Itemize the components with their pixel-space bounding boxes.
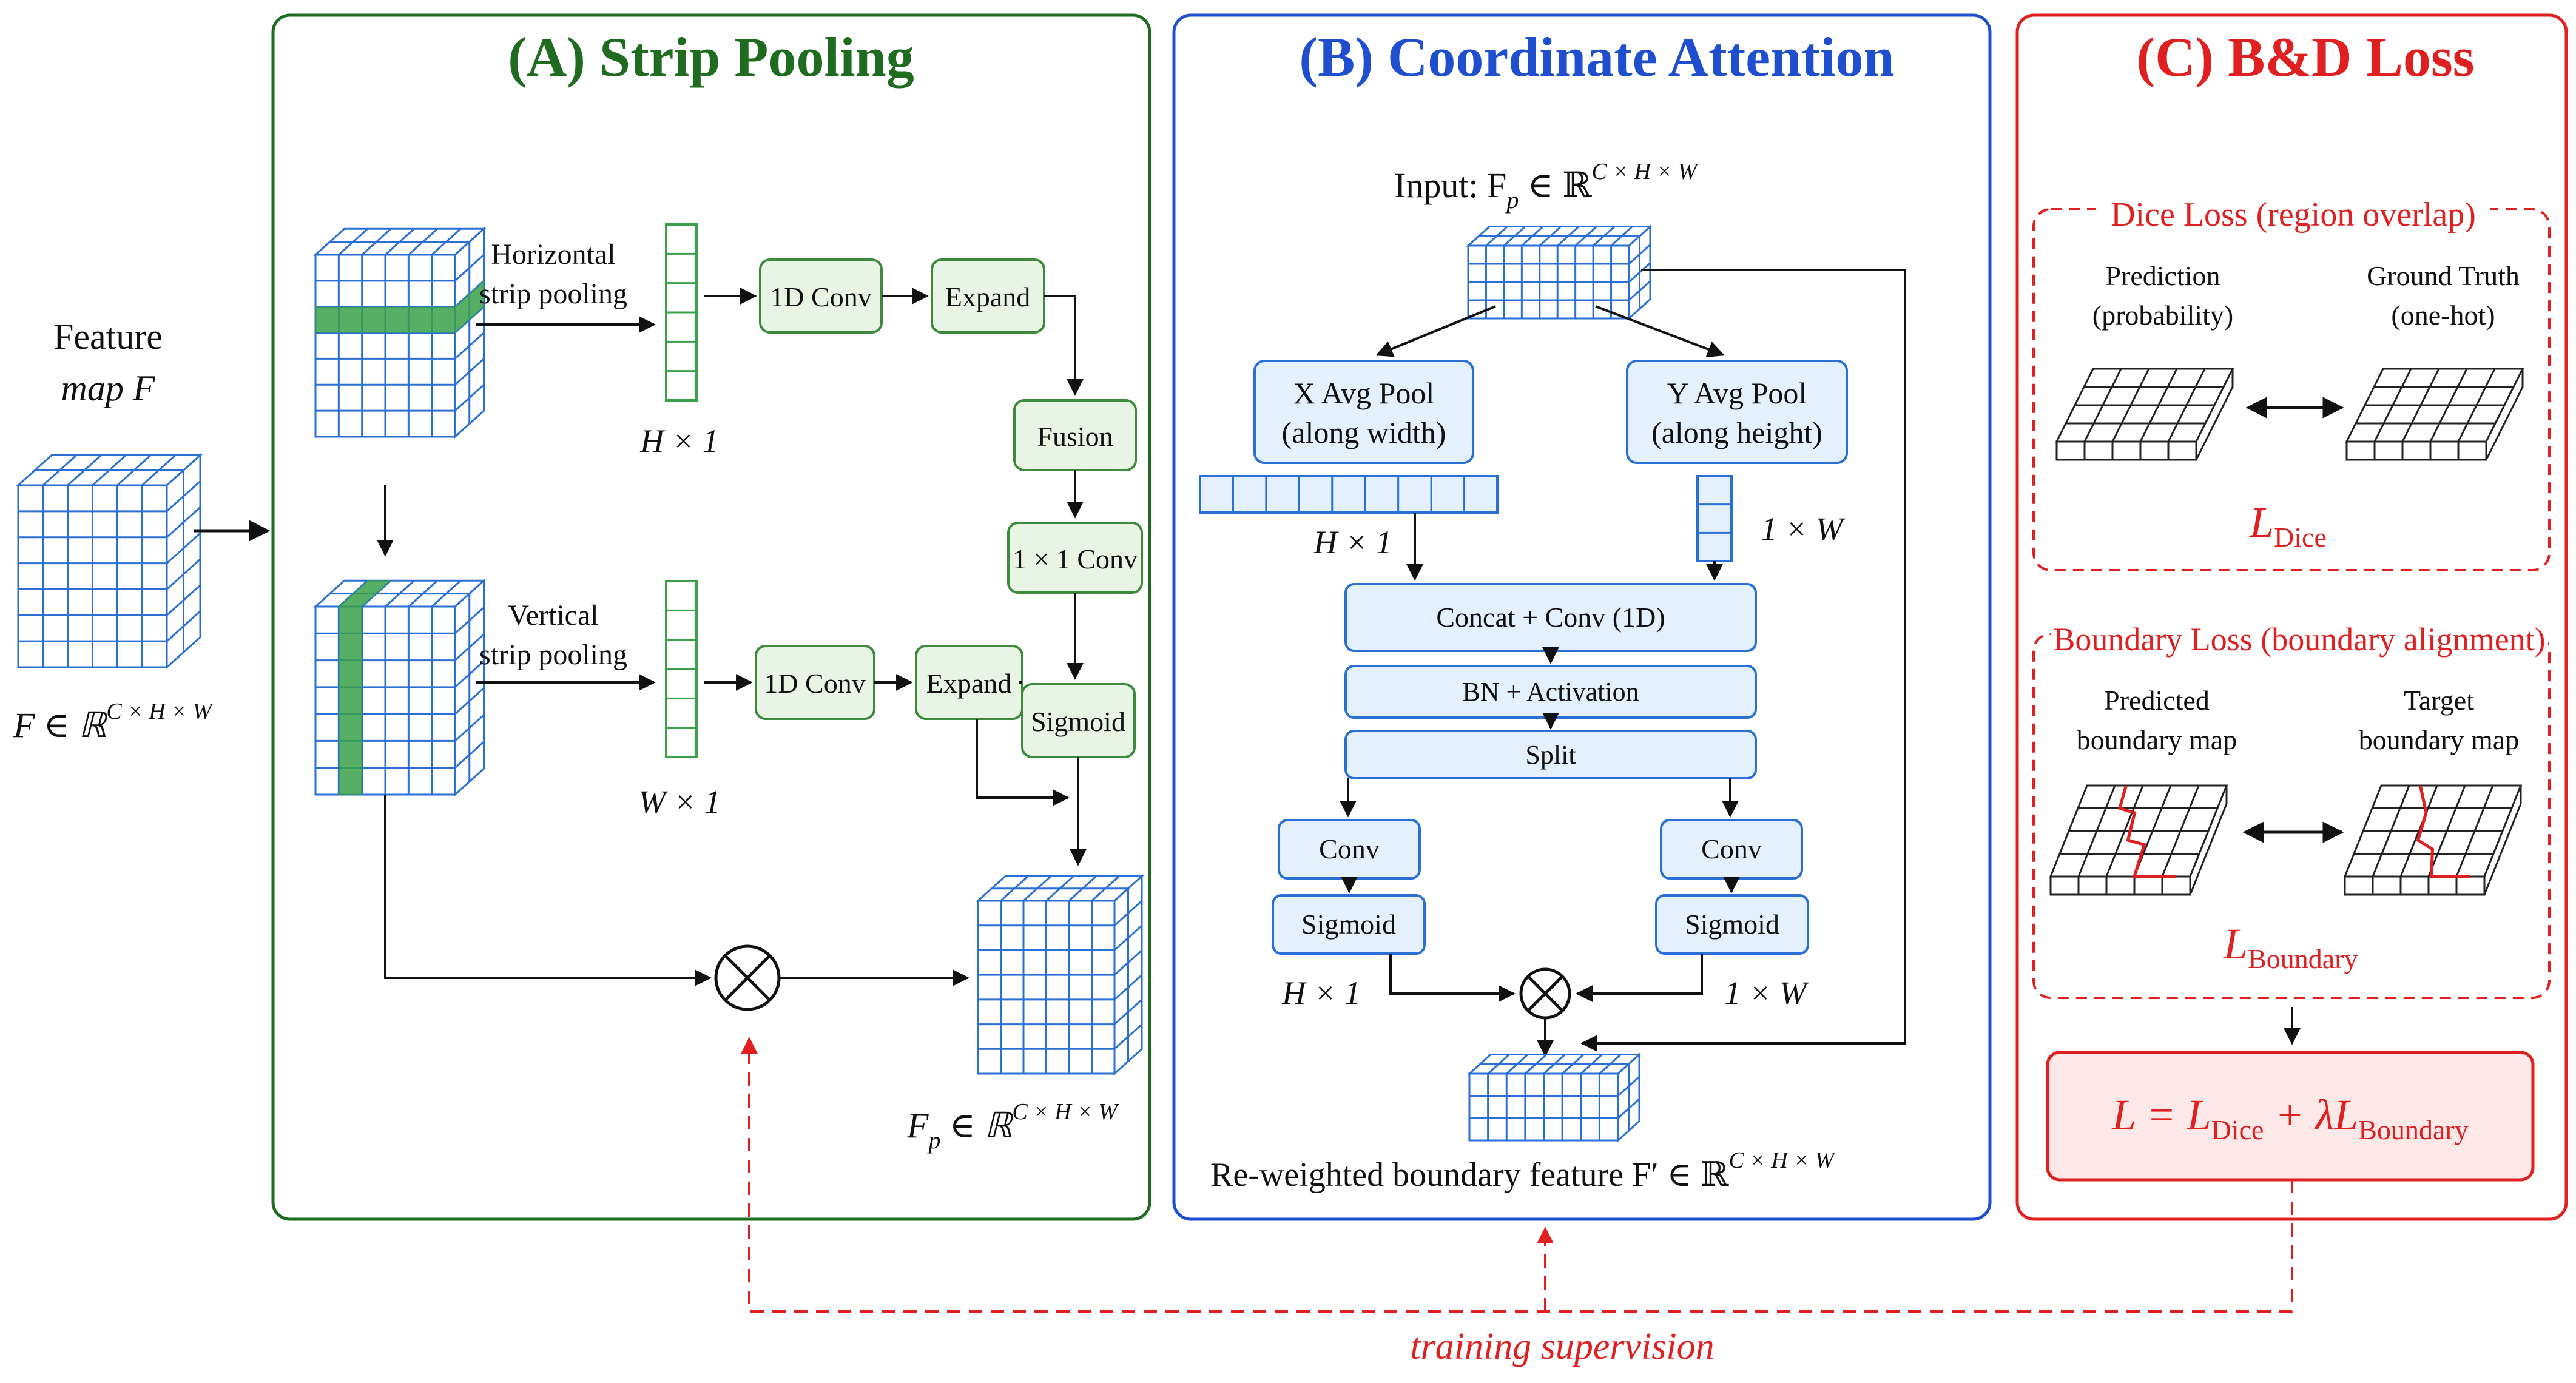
ypool-label-2: (along height) bbox=[1651, 416, 1822, 449]
sigmoid-label: Sigmoid bbox=[1031, 706, 1125, 737]
strip-output-dims: Fp ∈ ℝC × H × W bbox=[906, 1099, 1119, 1154]
vertical-pooling-label-2: strip pooling bbox=[479, 639, 627, 671]
skip-to-multiply bbox=[384, 795, 712, 986]
fusion-label: Fusion bbox=[1037, 421, 1113, 452]
predicted-boundary-map bbox=[2049, 784, 2228, 896]
feature-map-dims: F ∈ ℝC × H × W bbox=[13, 699, 214, 745]
strip-horizontal-cube bbox=[313, 226, 487, 439]
multiply-icon-b bbox=[1519, 967, 1571, 1020]
boundary-title: Boundary Loss (boundary alignment) bbox=[2053, 621, 2545, 658]
horizontal-strip-vector bbox=[665, 223, 698, 402]
strip-output-cube bbox=[976, 874, 1144, 1076]
feature-map-label-1: Feature bbox=[53, 317, 163, 357]
coord-w-dim-2: 1 × W bbox=[1724, 975, 1809, 1011]
coord-input-label: Input: Fp ∈ ℝC × H × W bbox=[1394, 159, 1699, 214]
strip-vertical-cube bbox=[313, 578, 487, 797]
xpool-box bbox=[1253, 360, 1474, 464]
sigmoid-right-box bbox=[1655, 894, 1809, 955]
ground-truth-map bbox=[2345, 368, 2524, 461]
ypool-box bbox=[1626, 360, 1848, 464]
predicted-boundary-label-1: Predicted bbox=[2104, 685, 2210, 716]
vertical-strip-vector bbox=[665, 580, 698, 758]
x-pooled-vector bbox=[1199, 475, 1499, 514]
expand-bottom-down-arrow bbox=[976, 719, 1070, 806]
target-boundary-map bbox=[2343, 784, 2523, 896]
target-boundary-label-1: Target bbox=[2404, 685, 2474, 716]
total-loss-formula: L = LDice + λLBoundary bbox=[2111, 1091, 2468, 1145]
conv-left-label: Conv bbox=[1319, 833, 1380, 864]
horizontal-pooling-label-2: strip pooling bbox=[479, 278, 627, 310]
vertical-pooling-label-1: Vertical bbox=[508, 599, 598, 631]
panel-b-frame bbox=[1172, 13, 1992, 1221]
predicted-boundary-label-2: boundary map bbox=[2077, 724, 2237, 755]
horizontal-pooling-label-1: Horizontal bbox=[491, 238, 615, 271]
coord-h-dim-2: H × 1 bbox=[1281, 975, 1360, 1011]
xpool-label-2: (along width) bbox=[1282, 416, 1446, 449]
sigmoid-right-label: Sigmoid bbox=[1685, 909, 1779, 940]
y-pooled-vector bbox=[1696, 475, 1733, 562]
dice-loss-symbol: LDice bbox=[2249, 498, 2327, 553]
conv-right-label: Conv bbox=[1701, 833, 1762, 864]
panel-a-title: (A) Strip Pooling bbox=[508, 26, 914, 88]
sigmoid-left-to-mult bbox=[1389, 954, 1516, 1002]
feature-map-label-2: map F bbox=[61, 368, 156, 408]
coord-output-label: Re-weighted boundary feature F′ ∈ ℝC × H… bbox=[1210, 1148, 1836, 1194]
input-to-ypool bbox=[1595, 305, 1725, 358]
dice-title-bg bbox=[2096, 193, 2490, 235]
dice-title: Dice Loss (region overlap) bbox=[2111, 196, 2476, 234]
coord-input-cube bbox=[1466, 224, 1653, 321]
ypool-label-1: Y Avg Pool bbox=[1667, 376, 1807, 410]
conv1x1-label: 1 × 1 Conv bbox=[1013, 543, 1138, 574]
supervision-label: training supervision bbox=[1410, 1326, 1714, 1367]
residual-path bbox=[1580, 269, 1906, 1052]
prediction-label-2: (probability) bbox=[2092, 300, 2234, 331]
coord-output-cube bbox=[1467, 1052, 1642, 1143]
boundary-loss-symbol: LBoundary bbox=[2223, 920, 2358, 974]
conv1d-top-label: 1D Conv bbox=[770, 281, 871, 312]
concat-label: Concat + Conv (1D) bbox=[1436, 602, 1665, 633]
split-label: Split bbox=[1525, 740, 1576, 770]
sigmoid-left-box bbox=[1272, 894, 1426, 955]
panel-c-title: (C) B&D Loss bbox=[2136, 26, 2474, 88]
conv1d-bottom-label: 1D Conv bbox=[764, 668, 865, 699]
multiply-icon-a bbox=[714, 944, 781, 1011]
feature-map-cube bbox=[16, 453, 203, 670]
ground-truth-label-1: Ground Truth bbox=[2367, 260, 2520, 291]
panel-a-frame bbox=[271, 13, 1151, 1221]
w-dim-label: W × 1 bbox=[638, 784, 720, 820]
target-boundary-label-2: boundary map bbox=[2359, 724, 2519, 755]
panel-c-frame bbox=[2015, 13, 2568, 1221]
boundary-title-bg bbox=[2051, 617, 2548, 660]
sigmoid-right-to-mult bbox=[1576, 954, 1703, 1002]
prediction-map bbox=[2055, 368, 2234, 461]
expand-to-fusion bbox=[1044, 295, 1084, 396]
expand-top-label: Expand bbox=[945, 281, 1031, 312]
coord-h-dim: H × 1 bbox=[1313, 524, 1392, 560]
supervision-path bbox=[741, 1037, 2293, 1313]
prediction-label-1: Prediction bbox=[2105, 260, 2220, 291]
sigmoid-left-label: Sigmoid bbox=[1301, 909, 1396, 940]
coord-w-dim: 1 × W bbox=[1761, 511, 1846, 547]
ground-truth-label-2: (one-hot) bbox=[2391, 300, 2495, 331]
expand-bottom-label: Expand bbox=[926, 668, 1012, 699]
split-box bbox=[1344, 730, 1757, 779]
input-to-xpool bbox=[1375, 305, 1496, 357]
xpool-label-1: X Avg Pool bbox=[1293, 376, 1434, 410]
bn-label: BN + Activation bbox=[1462, 677, 1639, 707]
h-dim-label: H × 1 bbox=[639, 423, 718, 459]
total-loss-box bbox=[2046, 1051, 2535, 1182]
panel-b-title: (B) Coordinate Attention bbox=[1299, 26, 1894, 88]
